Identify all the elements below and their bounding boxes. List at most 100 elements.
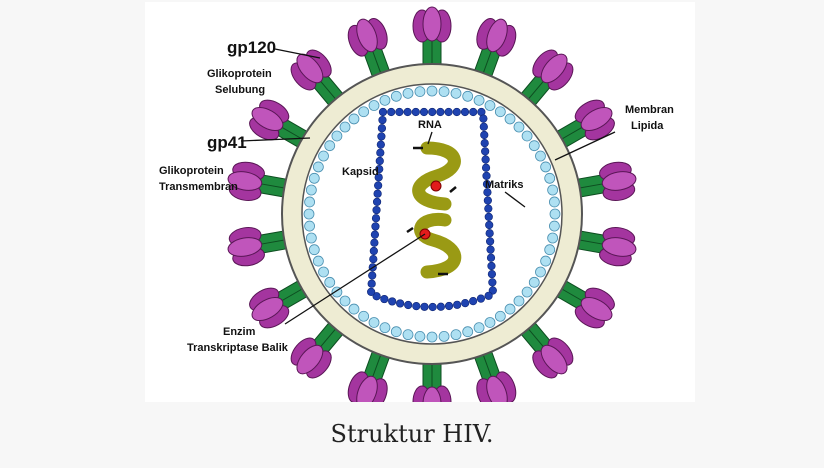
matrix-protein <box>359 107 369 117</box>
capsid-protein <box>437 108 445 116</box>
capsid-protein <box>388 298 396 306</box>
matrix-protein <box>485 317 495 327</box>
capsid-protein <box>484 197 492 205</box>
capsid-protein <box>373 206 381 214</box>
capsid-protein <box>378 133 386 141</box>
capsid-protein <box>481 148 489 156</box>
capsid-protein <box>413 302 421 310</box>
capsid-protein <box>376 157 384 165</box>
capsid-protein <box>437 303 445 311</box>
capsid-protein <box>481 139 489 147</box>
capsid-protein <box>396 108 404 116</box>
matrix-protein <box>304 209 314 219</box>
label-membrane-2: Lipida <box>631 120 664 132</box>
capsid-protein <box>387 108 395 116</box>
matrix-protein <box>451 88 461 98</box>
matrix-protein <box>369 101 379 111</box>
matrix-protein <box>549 197 559 207</box>
capsid-protein <box>428 108 436 116</box>
capsid-protein <box>381 295 389 303</box>
matrix-protein <box>545 173 555 183</box>
capsid-protein <box>379 116 387 124</box>
hiv-structure-diagram: gp120 Glikoprotein Selubung gp41 Glikopr… <box>145 2 695 402</box>
matrix-protein <box>505 304 515 314</box>
matrix-protein <box>474 323 484 333</box>
capsid-protein <box>404 108 412 116</box>
matrix-protein <box>415 87 425 97</box>
label-gp41-desc-1: Glikoprotein <box>159 165 224 177</box>
label-gp120-desc-2: Selubung <box>215 84 265 96</box>
matrix-protein <box>313 256 323 266</box>
capsid-protein <box>486 238 494 246</box>
capsid-protein <box>377 149 385 157</box>
matrix-protein <box>313 162 323 172</box>
matrix-protein <box>439 87 449 97</box>
label-matrix: Matriks <box>485 179 524 191</box>
matrix-protein <box>463 327 473 337</box>
matrix-protein <box>309 173 319 183</box>
matrix-protein <box>349 304 359 314</box>
matrix-protein <box>427 86 437 96</box>
capsid-protein <box>461 299 469 307</box>
capsid-protein <box>371 239 379 247</box>
capsid-protein <box>372 214 380 222</box>
matrix-protein <box>309 245 319 255</box>
matrix-protein <box>306 185 316 195</box>
matrix-protein <box>474 95 484 105</box>
capsid-protein <box>370 247 378 255</box>
capsid-protein <box>480 115 488 123</box>
matrix-protein <box>439 331 449 341</box>
matrix-protein <box>305 197 315 207</box>
capsid-protein <box>488 270 496 278</box>
matrix-protein <box>548 233 558 243</box>
matrix-protein <box>332 131 342 141</box>
capsid-protein <box>469 297 477 305</box>
label-enzyme-2: Transkriptase Balik <box>187 342 289 354</box>
capsid-protein <box>469 108 477 116</box>
matrix-protein <box>340 122 350 132</box>
matrix-protein <box>529 277 539 287</box>
capsid-protein <box>373 198 381 206</box>
capsid-protein <box>485 292 493 300</box>
matrix-protein <box>359 311 369 321</box>
capsid-protein <box>482 164 490 172</box>
matrix-protein <box>319 151 329 161</box>
matrix-protein <box>495 107 505 117</box>
matrix-protein <box>403 88 413 98</box>
capsid-protein <box>477 295 485 303</box>
matrix-protein <box>514 122 524 132</box>
matrix-protein <box>514 296 524 306</box>
label-gp41-desc-2: Transmembran <box>159 181 238 193</box>
matrix-protein <box>548 185 558 195</box>
capsid-protein <box>429 303 437 311</box>
capsid-protein <box>368 280 376 288</box>
matrix-protein <box>349 114 359 124</box>
reverse-transcriptase-dot-1 <box>431 181 441 191</box>
matrix-protein <box>529 141 539 151</box>
capsid-protein <box>420 108 428 116</box>
matrix-protein <box>535 151 545 161</box>
capsid-protein <box>368 272 376 280</box>
matrix-protein <box>380 323 390 333</box>
matrix-protein <box>541 162 551 172</box>
capsid-protein <box>485 221 493 229</box>
matrix-protein <box>403 330 413 340</box>
matrix-protein <box>306 233 316 243</box>
matrix-protein <box>319 267 329 277</box>
matrix-protein <box>369 317 379 327</box>
matrix-protein <box>535 267 545 277</box>
capsid-protein <box>371 231 379 239</box>
capsid-protein <box>412 108 420 116</box>
capsid-protein <box>487 246 495 254</box>
capsid-protein <box>396 300 404 308</box>
capsid-protein <box>404 301 412 309</box>
matrix-protein <box>340 296 350 306</box>
capsid-protein <box>377 141 385 149</box>
capsid-protein <box>485 205 493 213</box>
capsid-protein <box>421 303 429 311</box>
matrix-protein <box>391 327 401 337</box>
matrix-protein <box>505 114 515 124</box>
capsid-protein <box>445 108 453 116</box>
capsid-protein <box>453 301 461 309</box>
matrix-protein <box>545 245 555 255</box>
